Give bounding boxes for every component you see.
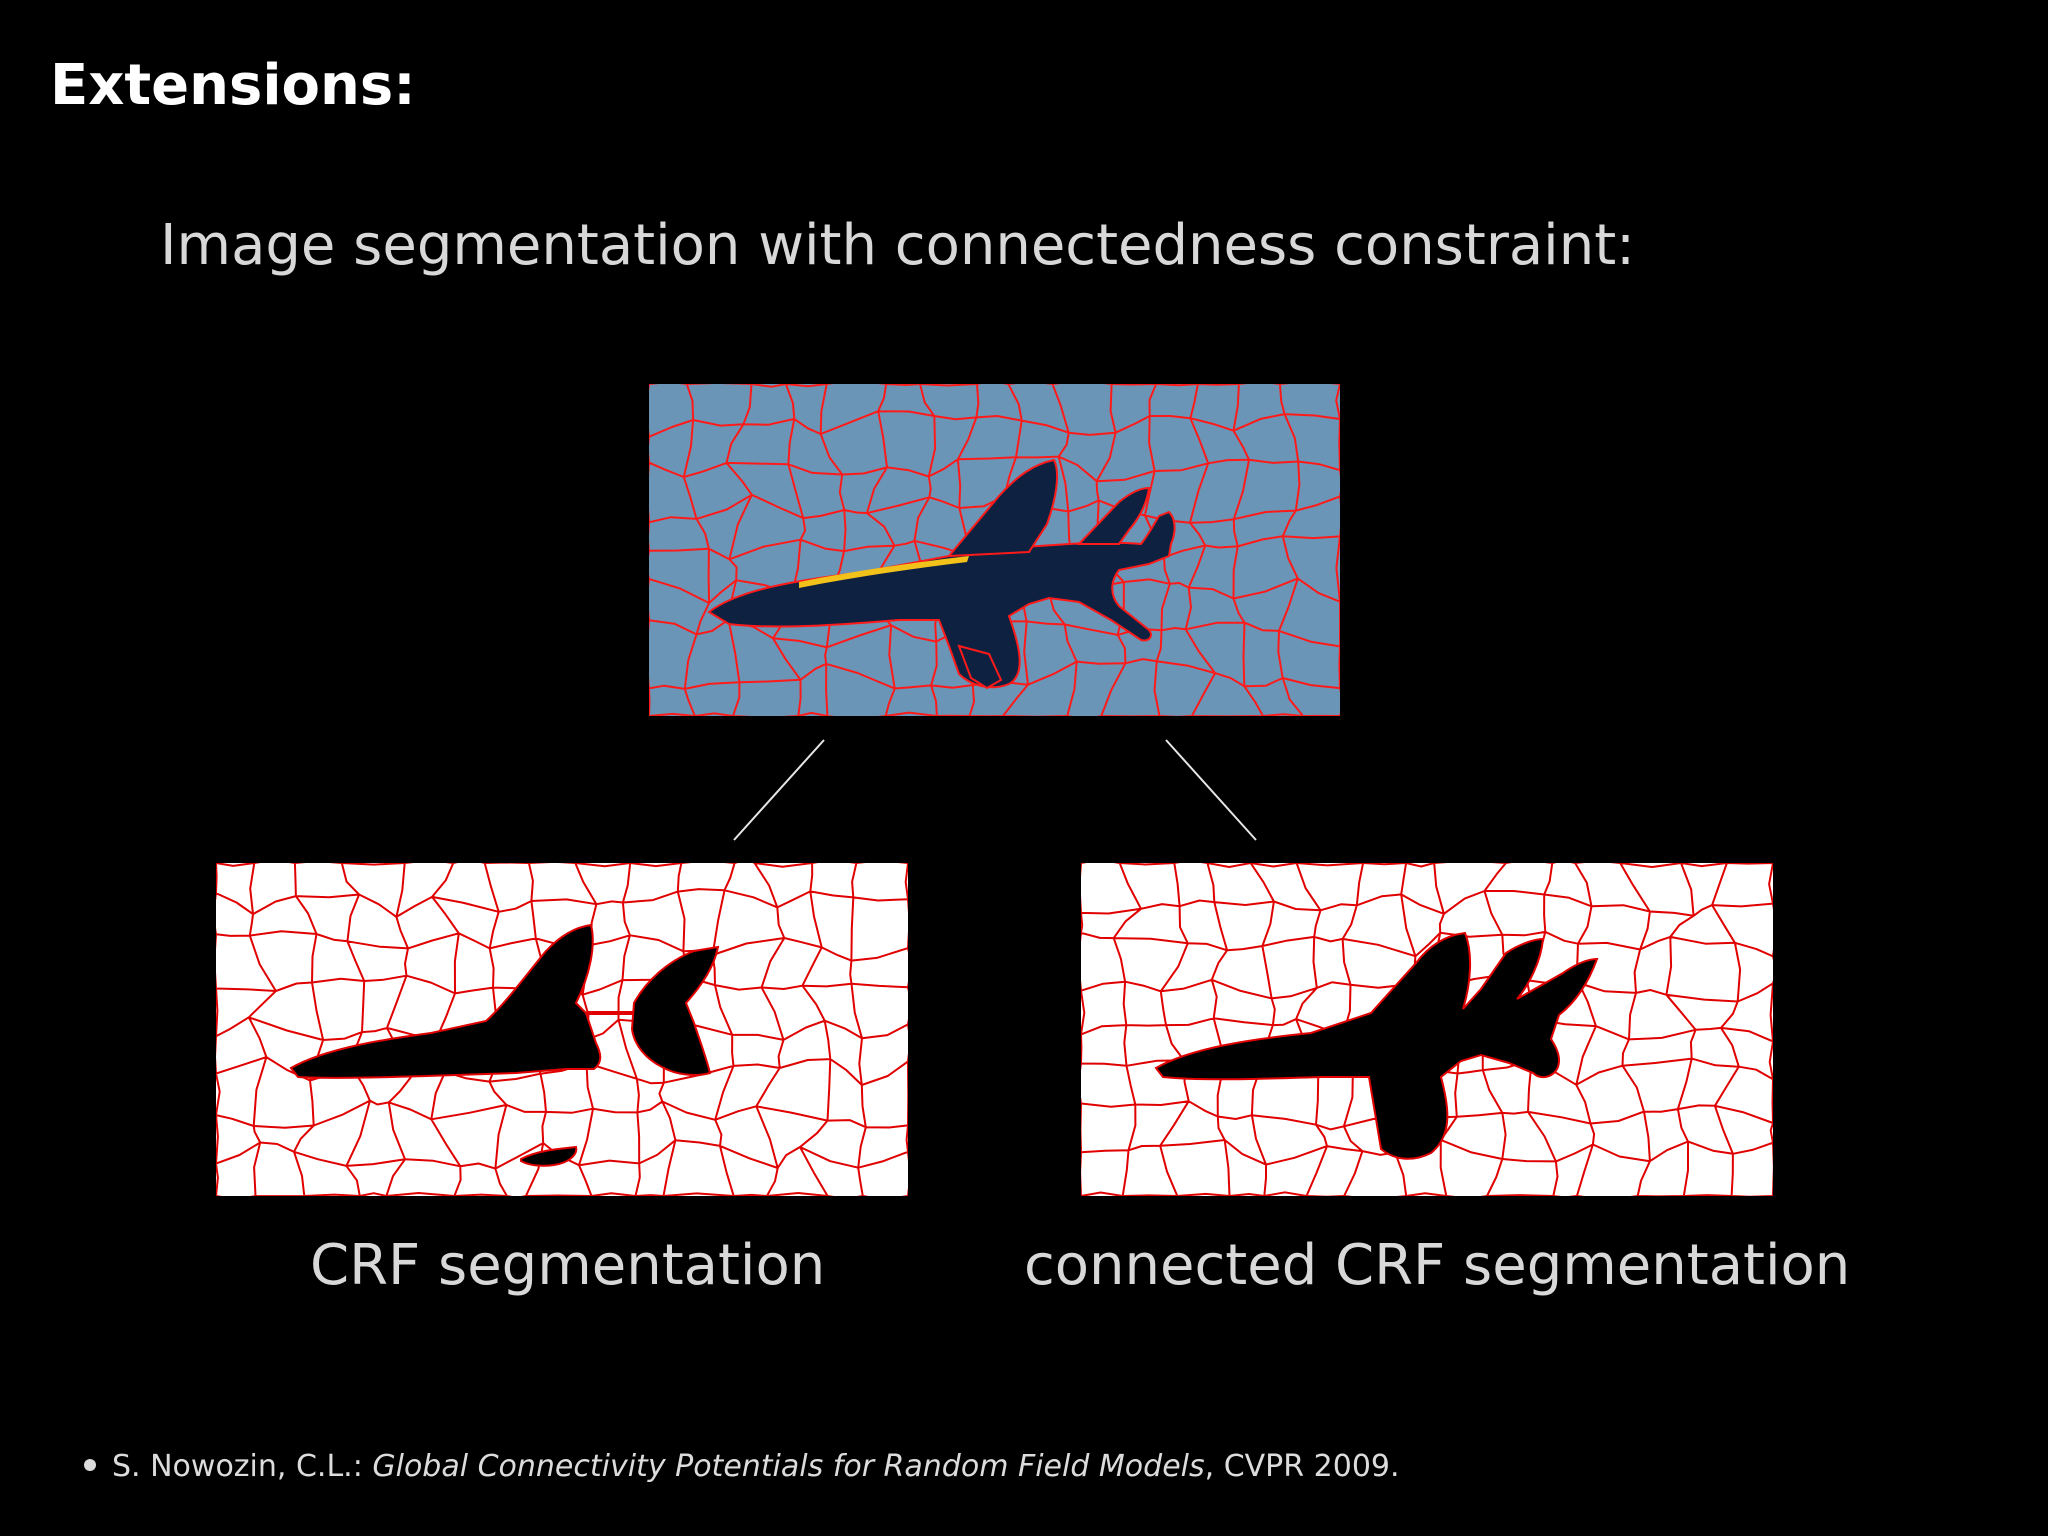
caption-crf-segmentation: CRF segmentation xyxy=(310,1233,826,1298)
connected-crf-segmentation-image xyxy=(1081,863,1773,1196)
connected-crf-segmentation-graphic xyxy=(1081,863,1773,1196)
segmented-object xyxy=(1154,931,1599,1160)
superpixel-boundaries xyxy=(1081,863,1773,1196)
bullet-icon xyxy=(84,1458,96,1471)
slide-subtitle: Image segmentation with connectedness co… xyxy=(160,213,1636,278)
crf-segmentation-graphic xyxy=(216,863,908,1196)
caption-connected-crf-segmentation: connected CRF segmentation xyxy=(1024,1233,1851,1298)
reference-authors: S. Nowozin, C.L.: xyxy=(112,1449,373,1484)
segmented-object xyxy=(289,923,720,1167)
superpixel-boundaries xyxy=(216,863,908,1196)
superpixel-input-image xyxy=(649,384,1340,716)
connector-right xyxy=(1165,739,1257,841)
slide-title: Extensions: xyxy=(50,53,416,118)
reference-title: Global Connectivity Potentials for Rando… xyxy=(372,1449,1205,1484)
reference-venue: , CVPR 2009. xyxy=(1204,1449,1400,1484)
connector-left xyxy=(733,739,825,841)
superpixel-input-graphic xyxy=(649,384,1340,716)
reference-citation: S. Nowozin, C.L.: Global Connectivity Po… xyxy=(84,1452,1400,1482)
aircraft-icon xyxy=(707,458,1176,690)
crf-segmentation-image xyxy=(216,863,908,1196)
